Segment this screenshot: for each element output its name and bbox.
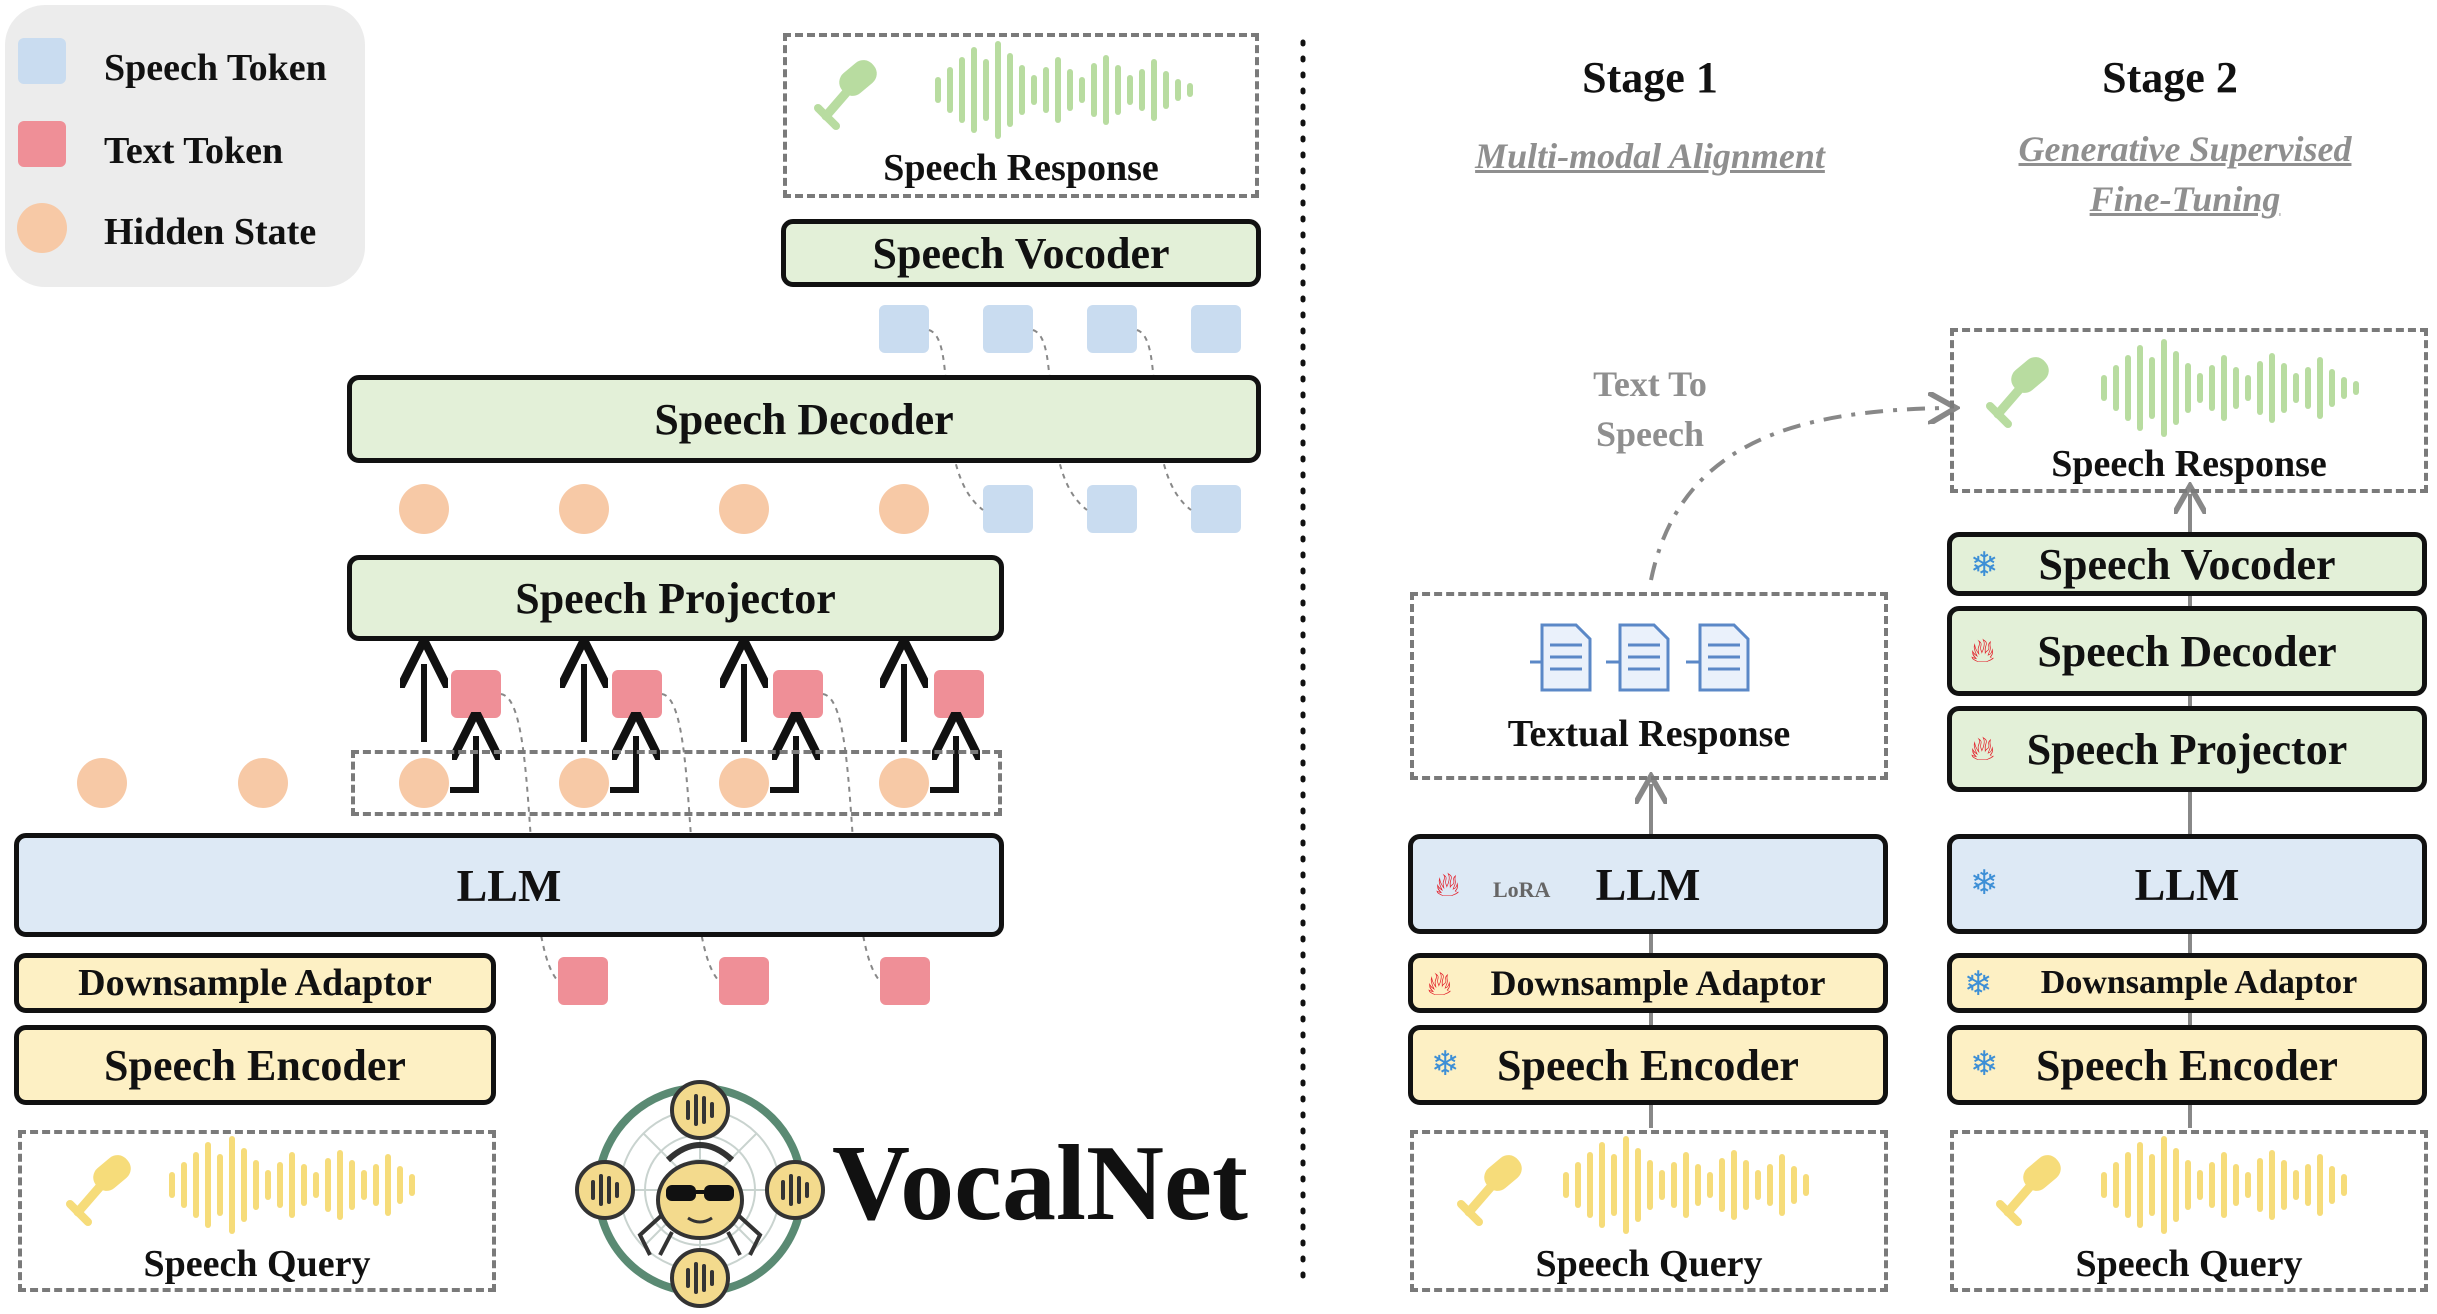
stage2-projector-fire-icon: 🔥︎ <box>1970 731 1995 768</box>
legend-speech-token-swatch <box>18 38 66 84</box>
stage2-subtitle-line2: Fine-Tuning <box>2089 179 2281 219</box>
left-speech-vocoder-block: Speech Vocoder <box>781 219 1261 287</box>
stage1-subtitle: Multi-modal Alignment <box>1475 136 1825 176</box>
legend-text-token-label: Text Token <box>104 130 284 172</box>
stage1-encoder-snowflake-icon: ❄ <box>1431 1046 1460 1083</box>
left-query-mic-icon <box>66 1155 131 1226</box>
stage1-doc-icons <box>1530 623 1750 692</box>
vocalnet-logo <box>575 1080 825 1308</box>
projector-input-arrows <box>424 664 956 793</box>
stage1-query-waveform-icon <box>1563 1136 1809 1234</box>
legend-hidden-state-label: Hidden State <box>104 211 317 253</box>
hidden-states-llm <box>77 758 929 808</box>
left-response-waveform-icon <box>935 41 1193 139</box>
left-speech-query-box <box>18 1130 496 1292</box>
stage1-llm-block: 🔥︎ LoRA LLM <box>1408 834 1888 934</box>
stage1-speech-encoder-label: Speech Encoder <box>1497 1040 1799 1090</box>
stage2-speech-query-box <box>1950 1130 2428 1292</box>
stage1-query-mic-icon <box>1457 1155 1522 1226</box>
left-speech-projector-block: Speech Projector <box>347 555 1004 641</box>
stage2-speech-projector-block: 🔥︎ Speech Projector <box>1947 706 2427 792</box>
stage2-speech-response-box <box>1950 328 2428 493</box>
text-tokens-generated <box>558 957 930 1005</box>
stage2-speech-projector-label: Speech Projector <box>2026 724 2348 774</box>
left-speech-query-label: Speech Query <box>143 1243 371 1285</box>
left-speech-encoder-block: Speech Encoder <box>14 1025 496 1105</box>
stage1-speech-query-box <box>1410 1130 1888 1292</box>
stage2-response-mic-icon <box>1986 357 2049 428</box>
stage2-speech-query-label: Speech Query <box>2075 1243 2303 1285</box>
vocalnet-brand-text: VocalNet <box>832 1124 1248 1243</box>
stage1-textual-response-box <box>1410 592 1888 780</box>
left-llm-label: LLM <box>456 859 562 911</box>
stage2-response-waveform-icon <box>2101 339 2359 437</box>
legend-text-token-swatch <box>18 121 66 167</box>
stage1-llm-label: LLM <box>1595 858 1701 910</box>
left-downsample-adaptor-block: Downsample Adaptor <box>14 953 496 1013</box>
stage2-downsample-adaptor-label: Downsample Adaptor <box>2040 964 2358 1001</box>
left-query-waveform-icon <box>169 1136 415 1234</box>
left-speech-response-label: Speech Response <box>883 147 1159 189</box>
stage2-speech-encoder-label: Speech Encoder <box>2036 1040 2338 1090</box>
tts-label-line2: Speech <box>1596 414 1704 454</box>
stage2-decoder-fire-icon: 🔥︎ <box>1970 633 1995 670</box>
speech-tokens-top <box>879 305 1241 353</box>
stage1-downsample-adaptor-label: Downsample Adaptor <box>1490 963 1826 1003</box>
stage2-query-mic-icon <box>1996 1155 2061 1226</box>
left-speech-projector-label: Speech Projector <box>515 573 836 623</box>
left-downsample-adaptor-label: Downsample Adaptor <box>78 962 432 1004</box>
stage2-vocoder-snowflake-icon: ❄ <box>1970 547 1999 584</box>
stage2-speech-decoder-label: Speech Decoder <box>2037 626 2337 676</box>
left-speech-vocoder-label: Speech Vocoder <box>872 228 1170 278</box>
left-speech-encoder-label: Speech Encoder <box>104 1040 406 1090</box>
hidden-states-mid <box>399 484 929 534</box>
text-tokens <box>451 670 984 718</box>
stage2-speech-decoder-block: 🔥︎ Speech Decoder <box>1947 606 2427 696</box>
stage2-speech-response-label: Speech Response <box>2051 443 2327 485</box>
stage2-adaptor-snowflake-icon: ❄ <box>1964 966 1993 1003</box>
stage2-encoder-snowflake-icon: ❄ <box>1970 1046 1999 1083</box>
stage2-query-waveform-icon <box>2101 1136 2347 1234</box>
stage1-llm-fire-icon: 🔥︎ <box>1435 867 1460 904</box>
left-speech-decoder-block: Speech Decoder <box>347 375 1261 463</box>
left-speech-response-box <box>783 33 1259 198</box>
stage1-textual-response-label: Textual Response <box>1507 713 1791 755</box>
llm-hidden-selection-box <box>351 750 1002 816</box>
stage1-title: Stage 1 <box>1582 53 1718 102</box>
stage2-subtitle-line1: Generative Supervised <box>2018 129 2352 169</box>
stage2-title: Stage 2 <box>2102 53 2238 102</box>
stage1-speech-query-label: Speech Query <box>1535 1243 1763 1285</box>
stage2-llm-block: ❄ LLM <box>1947 834 2427 934</box>
stage1-speech-encoder-block: ❄ Speech Encoder <box>1408 1025 1888 1105</box>
stage2-speech-vocoder-label: Speech Vocoder <box>2038 539 2336 589</box>
stage2-speech-vocoder-block: ❄ Speech Vocoder <box>1947 532 2427 596</box>
left-speech-decoder-label: Speech Decoder <box>654 394 954 444</box>
stage1-lora-label: LoRA <box>1493 877 1551 902</box>
legend-speech-token-label: Speech Token <box>104 47 327 89</box>
left-llm-block: LLM <box>14 833 1004 937</box>
tts-label-line1: Text To <box>1593 364 1707 404</box>
speech-tokens-bottom <box>983 485 1241 533</box>
left-response-mic-icon <box>814 60 877 130</box>
stage2-llm-snowflake-icon: ❄ <box>1970 865 1999 902</box>
stage2-llm-label: LLM <box>2134 858 2240 910</box>
legend-hidden-state-swatch <box>17 203 67 253</box>
stage1-downsample-adaptor-block: 🔥︎ Downsample Adaptor <box>1408 953 1888 1013</box>
legend-background <box>5 5 365 287</box>
stage2-downsample-adaptor-block: ❄ Downsample Adaptor <box>1947 953 2427 1013</box>
stage1-adaptor-fire-icon: 🔥︎ <box>1427 966 1452 1003</box>
stage2-speech-encoder-block: ❄ Speech Encoder <box>1947 1025 2427 1105</box>
